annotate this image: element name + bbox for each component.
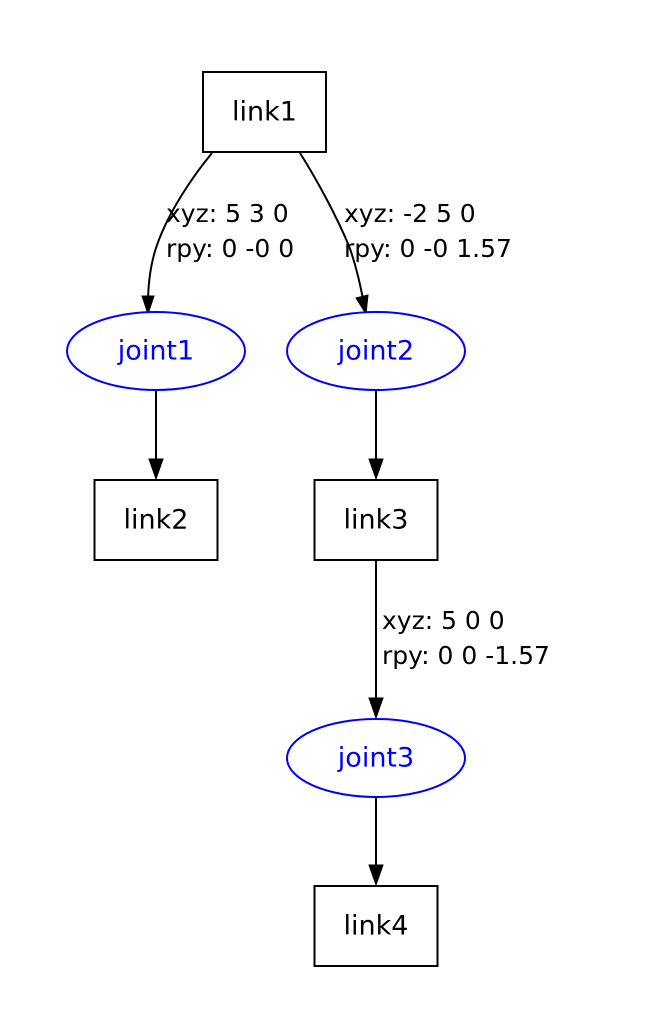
edge-joint3-to-link4 [368,797,384,887]
node-joint1[interactable]: joint1 [66,311,246,391]
edge-label-line: xyz: 5 3 0 [166,199,289,228]
node-link3[interactable]: link3 [313,479,439,561]
edge-joint2-to-link3 [368,390,384,481]
node-label: joint2 [337,336,414,367]
node-shape-ellipse[interactable] [286,718,466,798]
node-shape-rect[interactable] [313,885,439,967]
edge-label-line: rpy: 0 0 -1.57 [382,641,550,670]
node-shape-ellipse[interactable] [66,311,246,391]
node-joint2[interactable]: joint2 [286,311,466,391]
node-shape-rect[interactable] [202,71,327,153]
edge-link1-to-joint1: xyz: 5 3 0 rpy: 0 -0 0 [141,152,294,316]
edge-arrowhead-icon [368,458,384,481]
node-link1[interactable]: link1 [202,71,327,153]
node-shape-ellipse[interactable] [286,311,466,391]
node-link4[interactable]: link4 [313,885,439,967]
node-shape-rect[interactable] [313,479,439,561]
edge-arrowhead-icon [141,295,155,316]
node-label: link3 [344,505,409,536]
node-label: joint1 [117,336,194,367]
edge-link3-to-joint3: xyz: 5 0 0 rpy: 0 0 -1.57 [368,561,550,720]
edge-arrowhead-icon [368,697,384,720]
node-label: link1 [232,97,297,128]
edges-layer: xyz: 5 3 0 rpy: 0 -0 0 xyz: -2 5 0 rpy: 0 -… [141,152,550,887]
node-label: link4 [344,911,409,942]
edge-arrowhead-icon [368,864,384,887]
node-label: link2 [124,505,189,536]
edge-line [147,152,213,305]
node-label: joint3 [337,743,414,774]
nodes-layer: link1 joint1 joint2 link2 link3 joint3 link4 [66,71,466,967]
edge-line [299,152,365,305]
edge-link1-to-joint2: xyz: -2 5 0 rpy: 0 -0 1.57 [299,152,512,316]
edge-label-line: xyz: -2 5 0 [344,199,476,228]
edge-arrowhead-icon [355,294,369,316]
edge-label-line: rpy: 0 -0 1.57 [344,234,512,263]
edge-arrowhead-icon [148,458,164,481]
node-joint3[interactable]: joint3 [286,718,466,798]
node-shape-rect[interactable] [93,479,219,561]
edge-joint1-to-link2 [148,390,164,481]
edge-label-line: xyz: 5 0 0 [382,606,505,635]
node-link2[interactable]: link2 [93,479,219,561]
edge-label-line: rpy: 0 -0 0 [166,234,294,263]
